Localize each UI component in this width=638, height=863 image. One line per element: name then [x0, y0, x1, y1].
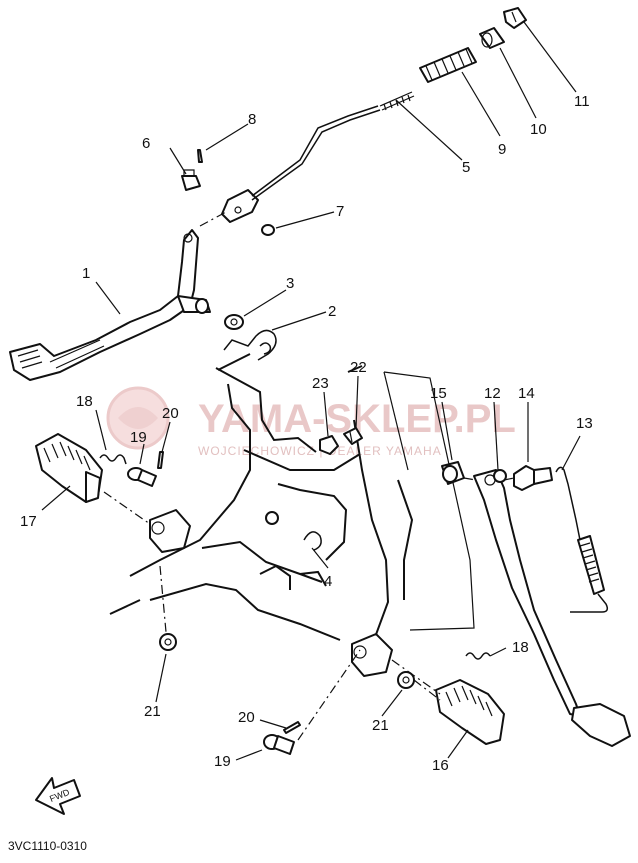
sidestand-bolt	[513, 465, 553, 491]
callout-22: 22	[350, 359, 367, 376]
callout-18a: 18	[76, 393, 93, 410]
leader-lines	[41, 21, 581, 761]
footrest-boss-right	[351, 633, 393, 677]
cotter-pin-right	[283, 721, 301, 734]
washer-21-right	[397, 671, 415, 689]
callout-14: 14	[518, 385, 535, 402]
callout-17: 17	[20, 513, 37, 530]
rod-joint	[479, 27, 505, 49]
circlip	[303, 531, 322, 551]
brake-pedal	[9, 229, 211, 381]
forward-arrow-icon	[35, 777, 81, 815]
callout-6: 6	[142, 135, 150, 152]
callout-8: 8	[248, 111, 256, 128]
callout-5: 5	[462, 159, 470, 176]
callout-2: 2	[328, 303, 336, 320]
nut-23	[319, 435, 339, 455]
bolt-22	[343, 427, 363, 445]
footrest-right	[435, 679, 505, 745]
sidestand	[473, 469, 631, 747]
footrest-spring-left	[99, 454, 127, 465]
callout-23: 23	[312, 375, 329, 392]
callout-15: 15	[430, 385, 447, 402]
callout-12: 12	[484, 385, 501, 402]
footrest-spring-right	[465, 652, 491, 660]
sidestand-spring	[555, 466, 609, 613]
callout-19b: 19	[214, 753, 231, 770]
brake-rod-spring	[419, 47, 477, 83]
footrest-left	[35, 433, 103, 503]
diagram-code: 3VC1110-0310	[8, 839, 87, 853]
callout-3: 3	[286, 275, 294, 292]
cotter-pin-left	[157, 451, 164, 469]
callout-9: 9	[498, 141, 506, 158]
footrest-pin-right	[263, 734, 295, 755]
callout-19a: 19	[130, 429, 147, 446]
callout-1: 1	[82, 265, 90, 282]
washer-small	[261, 224, 275, 236]
fwd-arrow: FWD	[35, 777, 81, 815]
callout-13: 13	[576, 415, 593, 432]
footrest-pin-left	[127, 467, 157, 487]
callout-16: 16	[432, 757, 449, 774]
watermark-subtitle: WOJCIECHOWICZ | DEALER YAMAHA	[198, 444, 442, 458]
callout-20a: 20	[162, 405, 179, 422]
washer-21-left	[159, 633, 177, 651]
frame-reference	[109, 353, 475, 641]
cotter-pin	[197, 149, 203, 163]
callout-21a: 21	[144, 703, 161, 720]
collar	[441, 461, 465, 485]
washer	[224, 314, 244, 330]
pin	[181, 169, 201, 191]
frame-bolt	[265, 511, 279, 525]
callout-7: 7	[336, 203, 344, 220]
footrest-boss-left	[149, 509, 191, 553]
callout-4: 4	[324, 573, 332, 590]
callout-10: 10	[530, 121, 547, 138]
callout-20b: 20	[238, 709, 255, 726]
adjusting-nut	[503, 7, 527, 29]
guide-lines	[103, 211, 515, 741]
callout-18b: 18	[512, 639, 529, 656]
callouts: 1 2 3 4 5 6 7 8 9 10 11 12 13 14 15 16 1…	[20, 93, 593, 774]
callout-21b: 21	[372, 717, 389, 734]
callout-11: 11	[574, 93, 590, 110]
return-spring	[223, 329, 277, 361]
